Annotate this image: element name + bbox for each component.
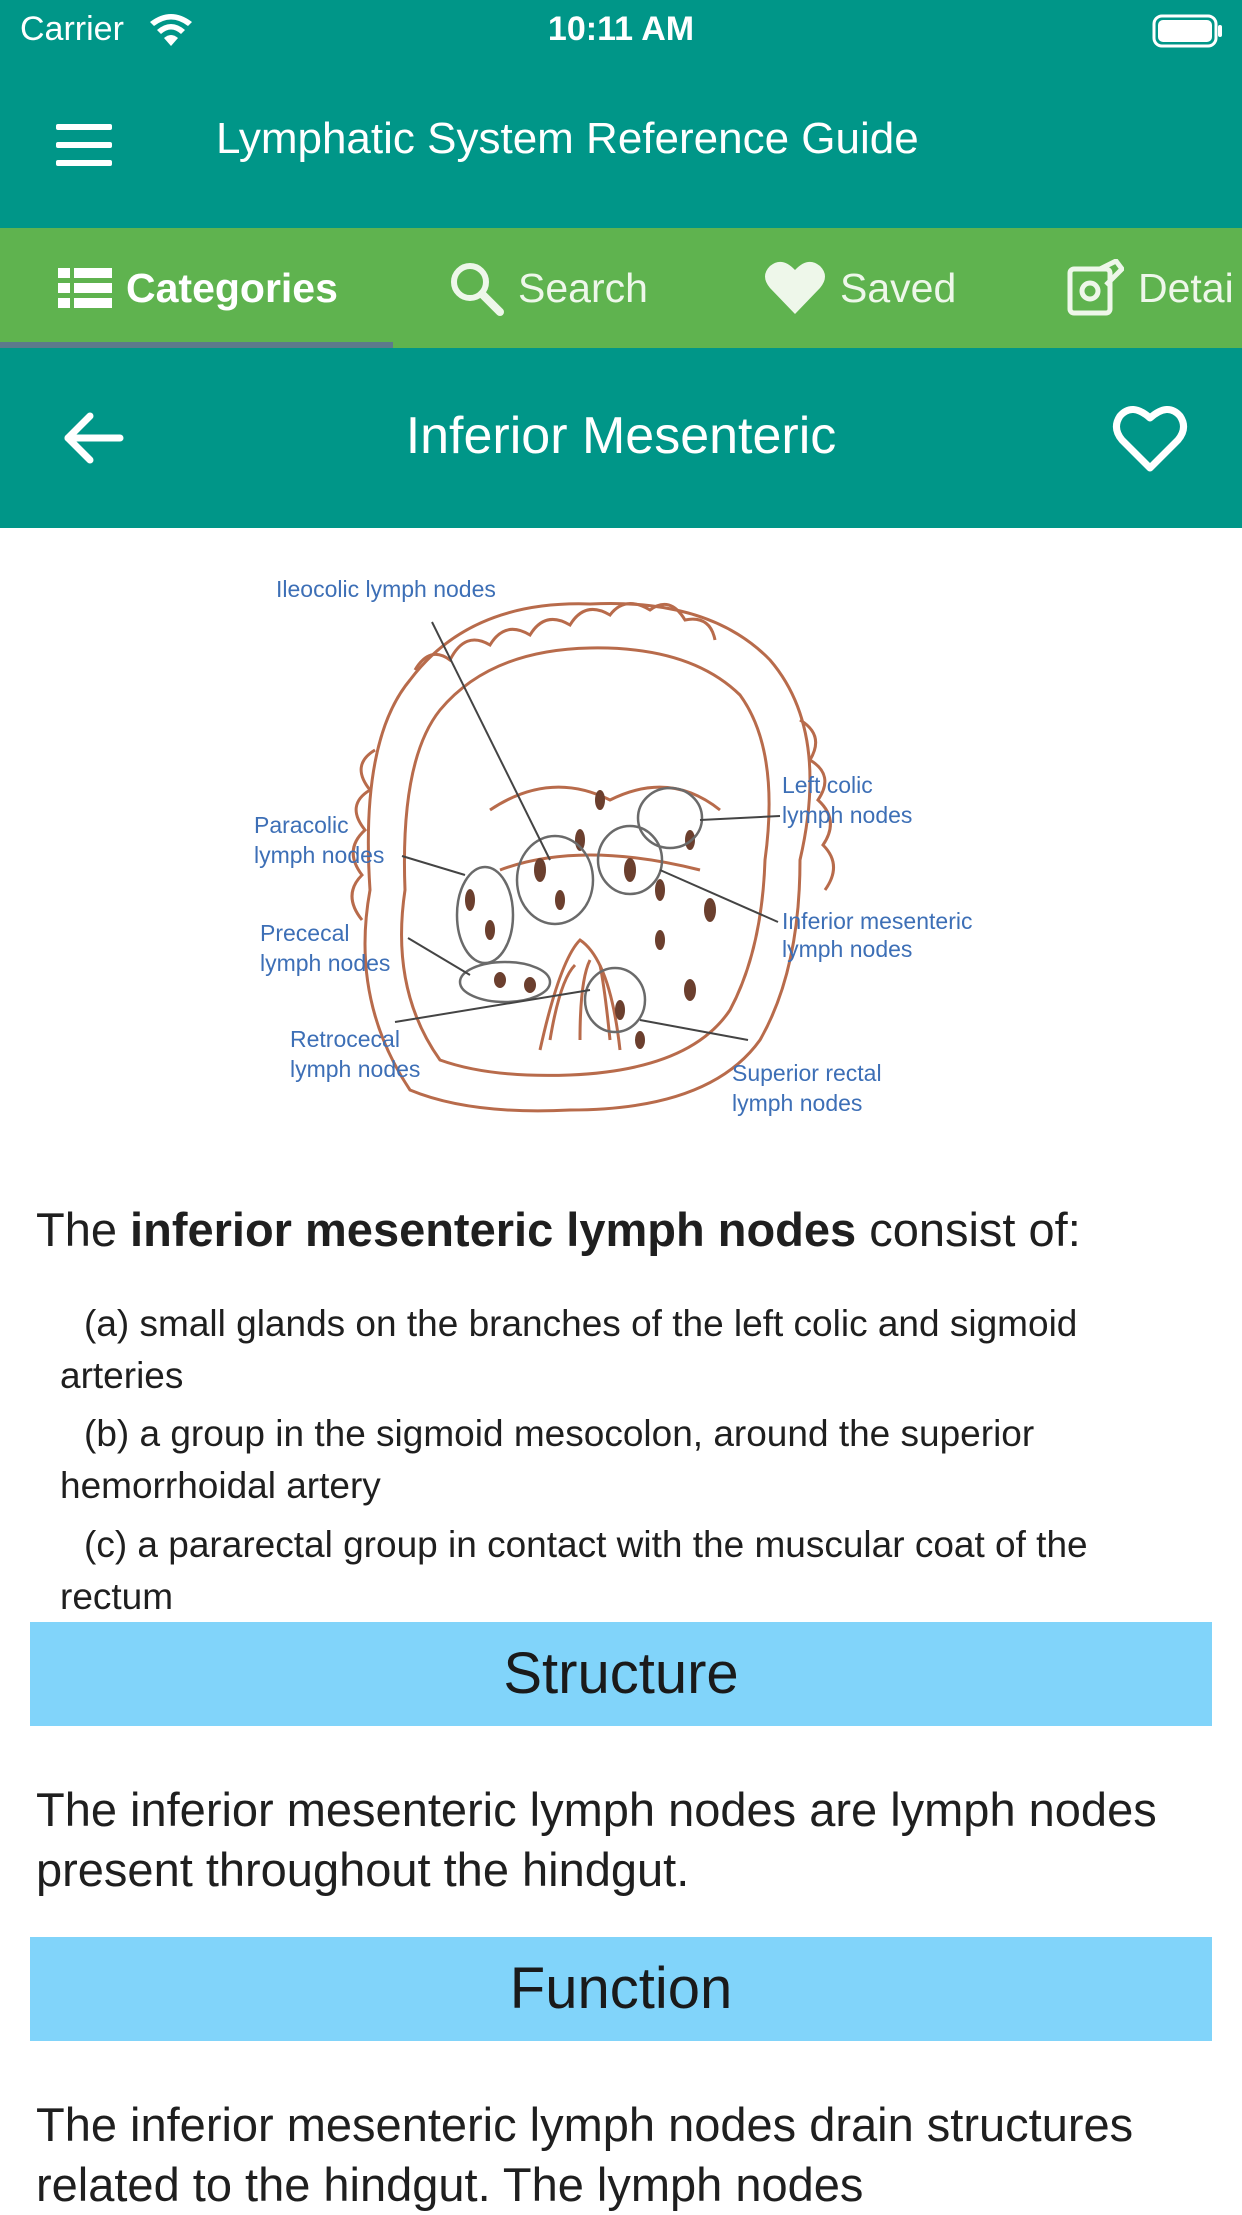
status-bar: Carrier 10:11 AM	[0, 0, 1242, 62]
tab-search[interactable]: Search	[448, 228, 648, 348]
label-left-colic-2: lymph nodes	[782, 802, 913, 828]
arrow-left-icon[interactable]	[54, 400, 134, 476]
intro-text: The inferior mesenteric lymph nodes cons…	[36, 1200, 1216, 1260]
list-item: (b) a group in the sigmoid mesocolon, ar…	[60, 1413, 1035, 1506]
tab-label: Search	[518, 264, 648, 311]
list-icon	[58, 268, 112, 308]
active-tab-indicator	[0, 342, 393, 348]
heart-icon	[765, 261, 825, 314]
details-icon	[1067, 259, 1124, 316]
search-icon	[451, 263, 504, 316]
label-retrocecal-1: Retrocecal	[290, 1026, 400, 1052]
label-prececal-1: Prececal	[260, 920, 350, 946]
tab-bar: Categories Search Saved Detai	[0, 228, 1242, 348]
tab-categories[interactable]: Categories	[58, 228, 338, 348]
label-superior-rectal-1: Superior rectal	[732, 1060, 882, 1086]
wifi-icon	[150, 14, 192, 46]
label-paracolic-2: lymph nodes	[254, 842, 385, 868]
section-header-structure: Structure	[30, 1622, 1212, 1726]
label-inferior-2: lymph nodes	[782, 936, 913, 962]
hamburger-menu-icon[interactable]	[40, 112, 128, 182]
tab-label: Detai	[1138, 264, 1234, 311]
app-title: Lymphatic System Reference Guide	[216, 114, 919, 163]
list-item: (a) small glands on the branches of the …	[60, 1303, 1078, 1396]
app-bar: Lymphatic System Reference Guide	[0, 62, 1242, 228]
label-prececal-2: lymph nodes	[260, 950, 391, 976]
detail-title: Inferior Mesenteric	[405, 407, 837, 465]
section-header-function: Function	[30, 1937, 1212, 2041]
tab-label: Saved	[840, 264, 957, 311]
anatomy-figure: Ileocolic lymph nodes Left colic lymph n…	[240, 570, 1000, 1116]
tab-saved[interactable]: Saved	[764, 228, 956, 348]
intro-suffix: consist of:	[856, 1203, 1081, 1256]
carrier-label: Carrier	[20, 10, 124, 48]
intro-prefix: The	[36, 1203, 131, 1256]
detail-header: Inferior Mesenteric	[0, 348, 1242, 528]
tab-label: Categories	[126, 264, 338, 311]
label-ileocolic: Ileocolic lymph nodes	[276, 576, 496, 602]
label-paracolic-1: Paracolic	[254, 812, 349, 838]
tab-details[interactable]: Detai	[1066, 228, 1234, 348]
label-superior-rectal-2: lymph nodes	[732, 1090, 863, 1116]
battery-icon	[1152, 14, 1222, 48]
colon-lymph-node-illustration	[350, 602, 835, 1113]
intro-bold-term: inferior mesenteric lymph nodes	[130, 1203, 857, 1256]
label-retrocecal-2: lymph nodes	[290, 1056, 421, 1082]
function-paragraph: The inferior mesenteric lymph nodes drai…	[36, 2098, 1134, 2211]
list-item: (c) a pararectal group in contact with t…	[60, 1524, 1088, 1617]
heart-outline-icon[interactable]	[1110, 398, 1190, 478]
status-time: 10:11 AM	[547, 10, 695, 48]
structure-paragraph: The inferior mesenteric lymph nodes are …	[36, 1783, 1157, 1896]
label-inferior-1: Inferior mesenteric	[782, 908, 973, 934]
label-left-colic-1: Left colic	[782, 772, 873, 798]
